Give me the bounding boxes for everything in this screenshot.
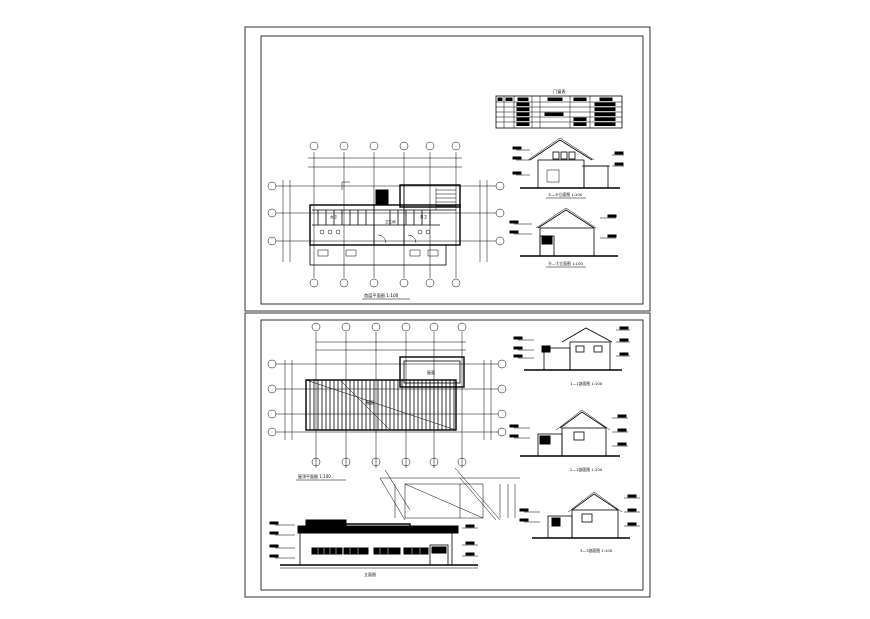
section-3: 3—3剖面图 1:100 <box>519 491 640 553</box>
svg-text:男卫: 男卫 <box>420 214 428 219</box>
door-window-table-title: 门窗表 <box>553 88 566 95</box>
sheet-bottom-outer-frame <box>244 312 651 598</box>
roof-plan-title: 屋顶平面图 1:100 <box>298 473 331 479</box>
elevation-1-title: ①—⑥立面图 1:100 <box>548 192 583 197</box>
grid-bubbles-bottom <box>309 278 461 288</box>
section-2: 2—2剖面图 1:100 <box>509 409 628 472</box>
elevation-1: ①—⑥立面图 1:100 <box>512 137 624 199</box>
svg-text:女卫: 女卫 <box>330 214 338 219</box>
roof-detail <box>379 467 520 521</box>
elevation-2-title: Ⓐ—Ⓔ立面图 1:100 <box>548 261 584 266</box>
roof-plan: 屋面 屋面 屋顶平面图 1:100 <box>267 322 507 481</box>
floor-plan: 卫生间 女卫 男卫 首层平面图 1:100 <box>267 141 505 300</box>
floor-plan-title: 首层平面图 1:100 <box>364 292 399 299</box>
front-elevation: 立面图 <box>269 519 478 577</box>
section-3-title: 3—3剖面图 1:100 <box>580 548 613 553</box>
sheet-top-inner-frame <box>260 35 644 305</box>
front-elevation-title: 立面图 <box>364 571 376 577</box>
grid-bubbles-top <box>309 141 461 151</box>
sheet-bottom-inner-frame <box>260 319 644 591</box>
svg-text:卫生间: 卫生间 <box>385 219 396 224</box>
roof-room-label: 屋面 <box>427 369 435 375</box>
door-window-table: 门窗表 <box>495 88 623 129</box>
elevation-2: Ⓐ—Ⓔ立面图 1:100 <box>509 207 618 268</box>
roof-main-label: 屋面 <box>366 399 374 405</box>
section-2-title: 2—2剖面图 1:100 <box>570 467 603 472</box>
sheet-top-outer-frame <box>244 26 651 312</box>
section-1: 1—1剖面图 1:100 <box>513 326 630 386</box>
section-1-title: 1—1剖面图 1:100 <box>570 381 603 386</box>
